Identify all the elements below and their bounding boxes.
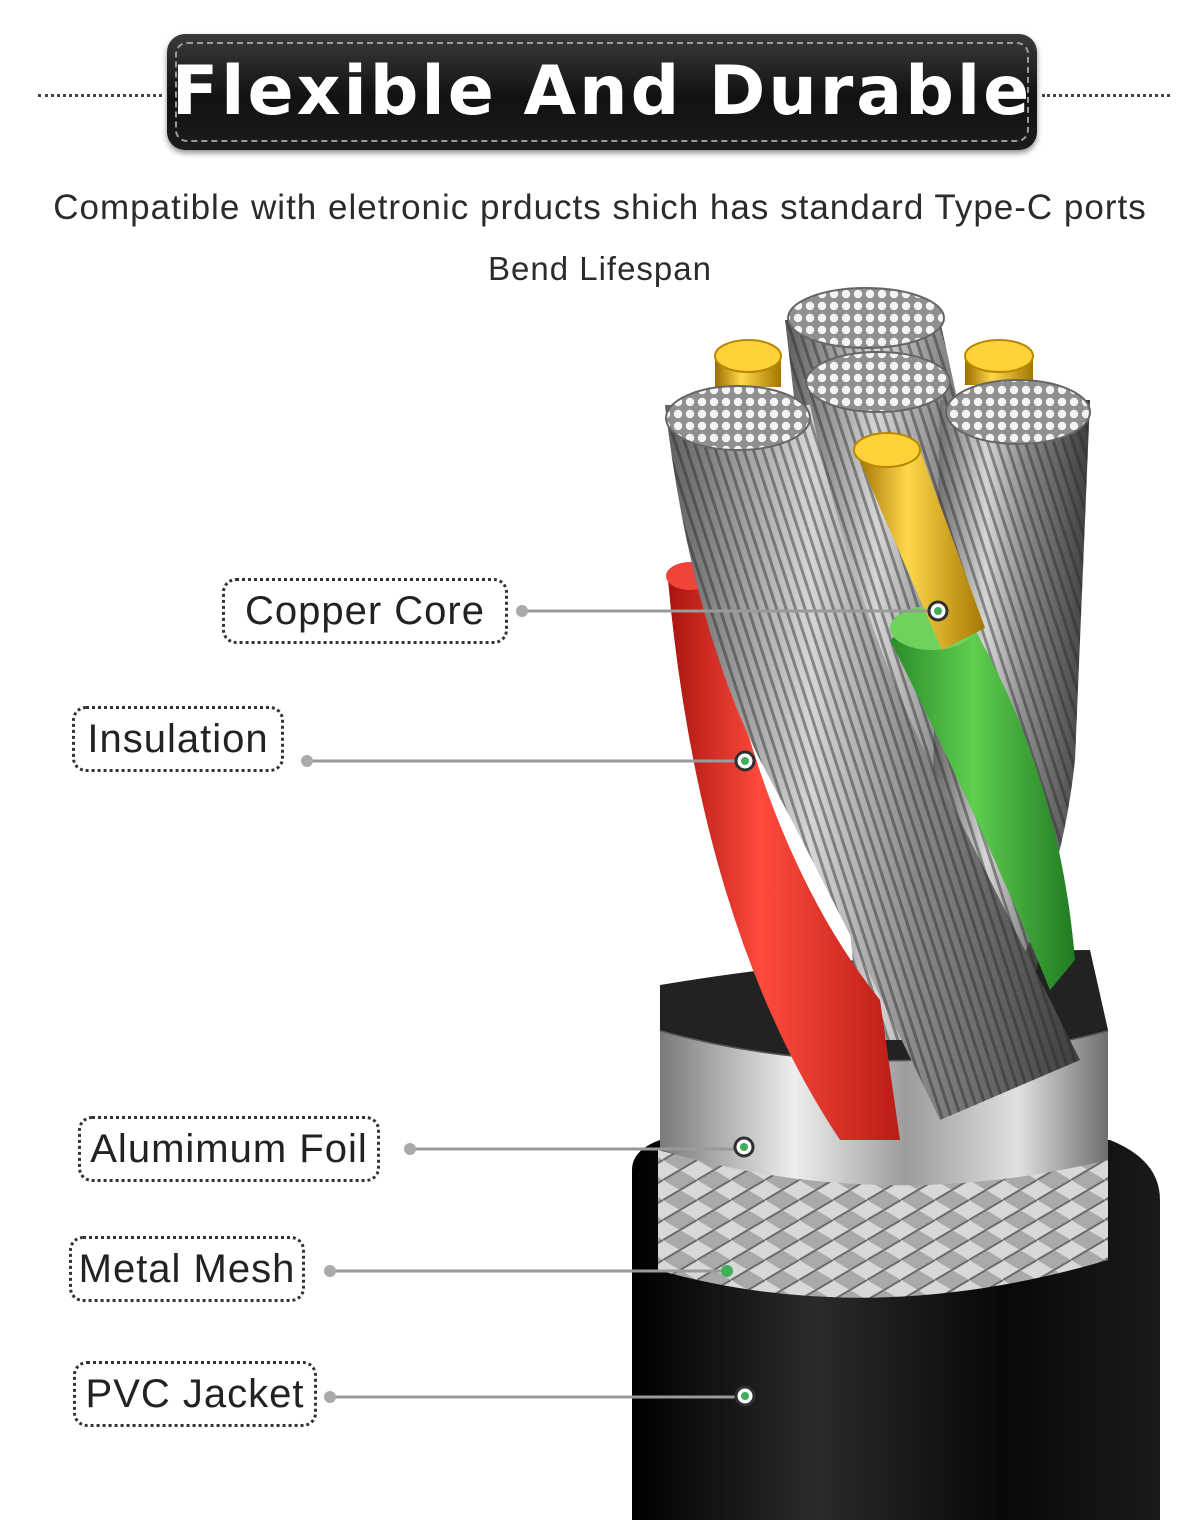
- bend-lifespan-text: Bend Lifespan: [487, 250, 712, 287]
- label-metal-mesh-text: Metal Mesh: [78, 1247, 296, 1291]
- page-title: Flexible And Durable: [171, 52, 1033, 131]
- label-copper-core-text: Copper Core: [244, 589, 485, 633]
- compatibility-text: Compatible with eletronic prducts shich …: [53, 188, 1147, 227]
- dotted-rule-right: [1042, 94, 1170, 97]
- label-pvc-jacket: PVC Jacket: [73, 1361, 317, 1427]
- label-pvc-jacket-text: PVC Jacket: [85, 1372, 305, 1416]
- label-aluminum-foil-text: Alumimum Foil: [90, 1127, 368, 1171]
- title-plate: Flexible And Durable: [167, 34, 1037, 150]
- label-insulation: Insulation: [72, 706, 284, 772]
- label-aluminum-foil: Alumimum Foil: [78, 1116, 380, 1182]
- label-copper-core: Copper Core: [222, 578, 508, 644]
- dotted-rule-left: [38, 94, 162, 97]
- label-insulation-text: Insulation: [87, 717, 269, 761]
- label-metal-mesh: Metal Mesh: [69, 1236, 305, 1302]
